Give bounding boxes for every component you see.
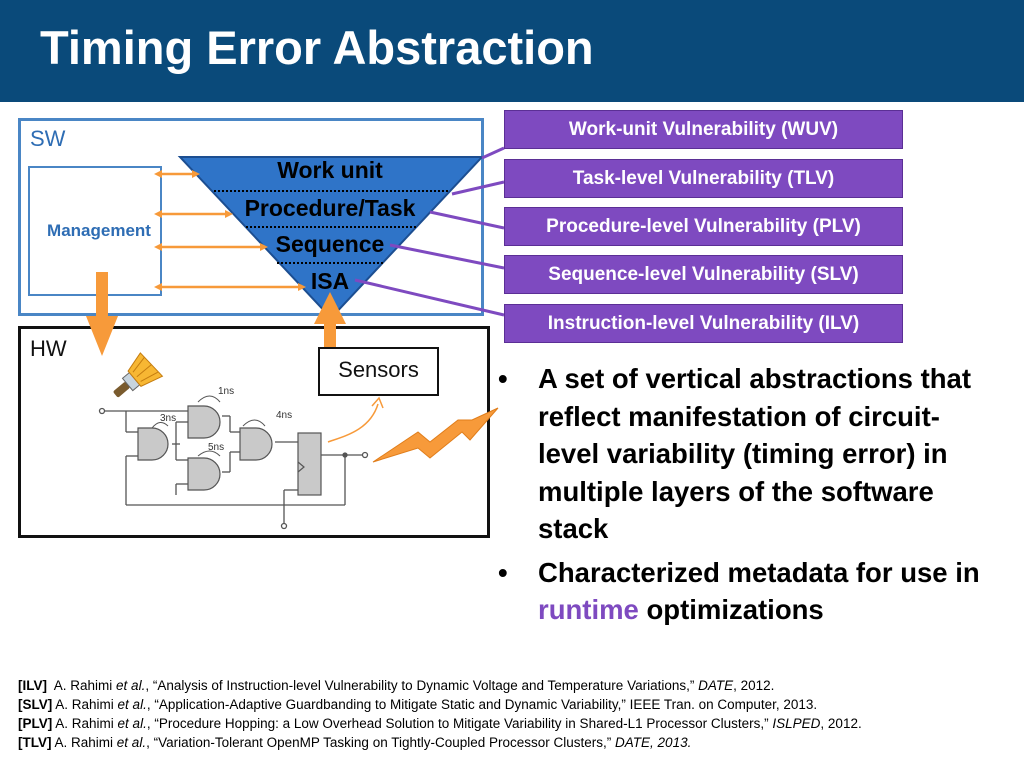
vulnerability-slv: Sequence-level Vulnerability (SLV) xyxy=(504,255,903,294)
hw-box xyxy=(18,326,490,538)
reference-tlv: [TLV] A. Rahimi et al., “Variation-Toler… xyxy=(18,733,1018,752)
brush-icon xyxy=(113,352,164,398)
reference-slv: [SLV] A. Rahimi et al., “Application-Ada… xyxy=(18,695,1018,714)
reference-text: , “Procedure Hopping: a Low Overhead Sol… xyxy=(146,716,773,731)
layer-label-work-unit: Work unit xyxy=(277,157,383,183)
bullet-text: Characterized metadata for use in xyxy=(538,556,980,588)
hw-label: HW xyxy=(30,336,67,361)
bullet-marker: • xyxy=(498,556,508,588)
bullet-text: A set of vertical abstractions that refl… xyxy=(538,363,971,544)
management-box xyxy=(28,166,162,296)
reference-tag: [SLV] xyxy=(18,697,53,712)
bullet-item: • A set of vertical abstractions that re… xyxy=(498,360,998,548)
reference-authors: A. Rahimi xyxy=(53,678,113,693)
reference-etal: et al. xyxy=(117,697,147,712)
reference-etal: et al. xyxy=(117,716,147,731)
reference-venue: DATE xyxy=(698,678,734,693)
circuit xyxy=(98,407,369,530)
reference-text: , “Variation-Tolerant OpenMP Tasking on … xyxy=(146,735,616,750)
reference-tag: [ILV] xyxy=(18,678,47,693)
reference-etal: et al. xyxy=(116,735,147,750)
delay-label: 3ns xyxy=(160,413,177,424)
delay-label: 4ns xyxy=(276,410,293,421)
reference-text: , “Application-Adaptive Guardbanding to … xyxy=(146,697,818,712)
reference-authors: A. Rahimi xyxy=(55,697,114,712)
reference-year: , 2012. xyxy=(733,678,775,693)
vulnerability-tlv: Task-level Vulnerability (TLV) xyxy=(504,159,903,198)
sw-box xyxy=(18,118,484,316)
vulnerability-ilv: Instruction-level Vulnerability (ILV) xyxy=(504,304,903,343)
bullet-item: • Characterized metadata for use in runt… xyxy=(498,554,998,629)
reference-venue: DATE, 2013. xyxy=(615,735,692,750)
reference-tag: [TLV] xyxy=(18,735,52,750)
title-bar xyxy=(0,0,1024,102)
layer-label-procedure-task: Procedure/Task xyxy=(244,195,416,221)
slide-title: Timing Error Abstraction xyxy=(40,21,594,74)
reference-ilv: [ILV] A. Rahimi et al., “Analysis of Ins… xyxy=(18,676,1018,695)
management-arrows xyxy=(154,170,306,291)
logic-gates xyxy=(137,405,273,491)
reference-plv: [PLV] A. Rahimi et al., “Procedure Hoppi… xyxy=(18,714,1018,733)
reference-authors: A. Rahimi xyxy=(54,735,114,750)
management-label: Management xyxy=(47,221,151,240)
delay-label: 1ns xyxy=(218,386,235,397)
references: [ILV] A. Rahimi et al., “Analysis of Ins… xyxy=(18,676,1018,752)
reference-authors: A. Rahimi xyxy=(55,716,114,731)
bullet-text: optimizations xyxy=(638,594,824,625)
delay-label: 5ns xyxy=(208,442,225,453)
reference-text: , “Analysis of Instruction-level Vulnera… xyxy=(145,678,699,693)
flip-flop xyxy=(297,432,322,496)
reference-tag: [PLV] xyxy=(18,716,53,731)
vulnerability-wuv: Work-unit Vulnerability (WUV) xyxy=(504,110,903,149)
delay-markers xyxy=(151,395,266,457)
reference-year: , 2012. xyxy=(820,716,862,731)
layer-label-isa: ISA xyxy=(310,268,350,294)
bullet-accent-text: runtime xyxy=(538,594,639,625)
vulnerability-connectors xyxy=(354,146,505,317)
abstraction-triangle xyxy=(177,156,485,320)
bullet-list: • A set of vertical abstractions that re… xyxy=(498,360,998,635)
sensors-label: Sensors xyxy=(338,357,419,382)
sw-label: SW xyxy=(30,126,66,151)
bullet-marker: • xyxy=(498,363,508,394)
lightning-bolt-icon xyxy=(372,407,499,463)
layer-label-sequence: Sequence xyxy=(275,231,385,257)
sensor-arrow xyxy=(327,396,384,443)
sensors-up-arrow xyxy=(314,292,346,350)
reference-venue: ISLPED xyxy=(772,716,821,731)
reference-etal: et al. xyxy=(116,678,146,693)
vulnerability-plv: Procedure-level Vulnerability (PLV) xyxy=(504,207,903,246)
sensors-box xyxy=(318,347,439,396)
management-down-arrow xyxy=(86,272,118,356)
